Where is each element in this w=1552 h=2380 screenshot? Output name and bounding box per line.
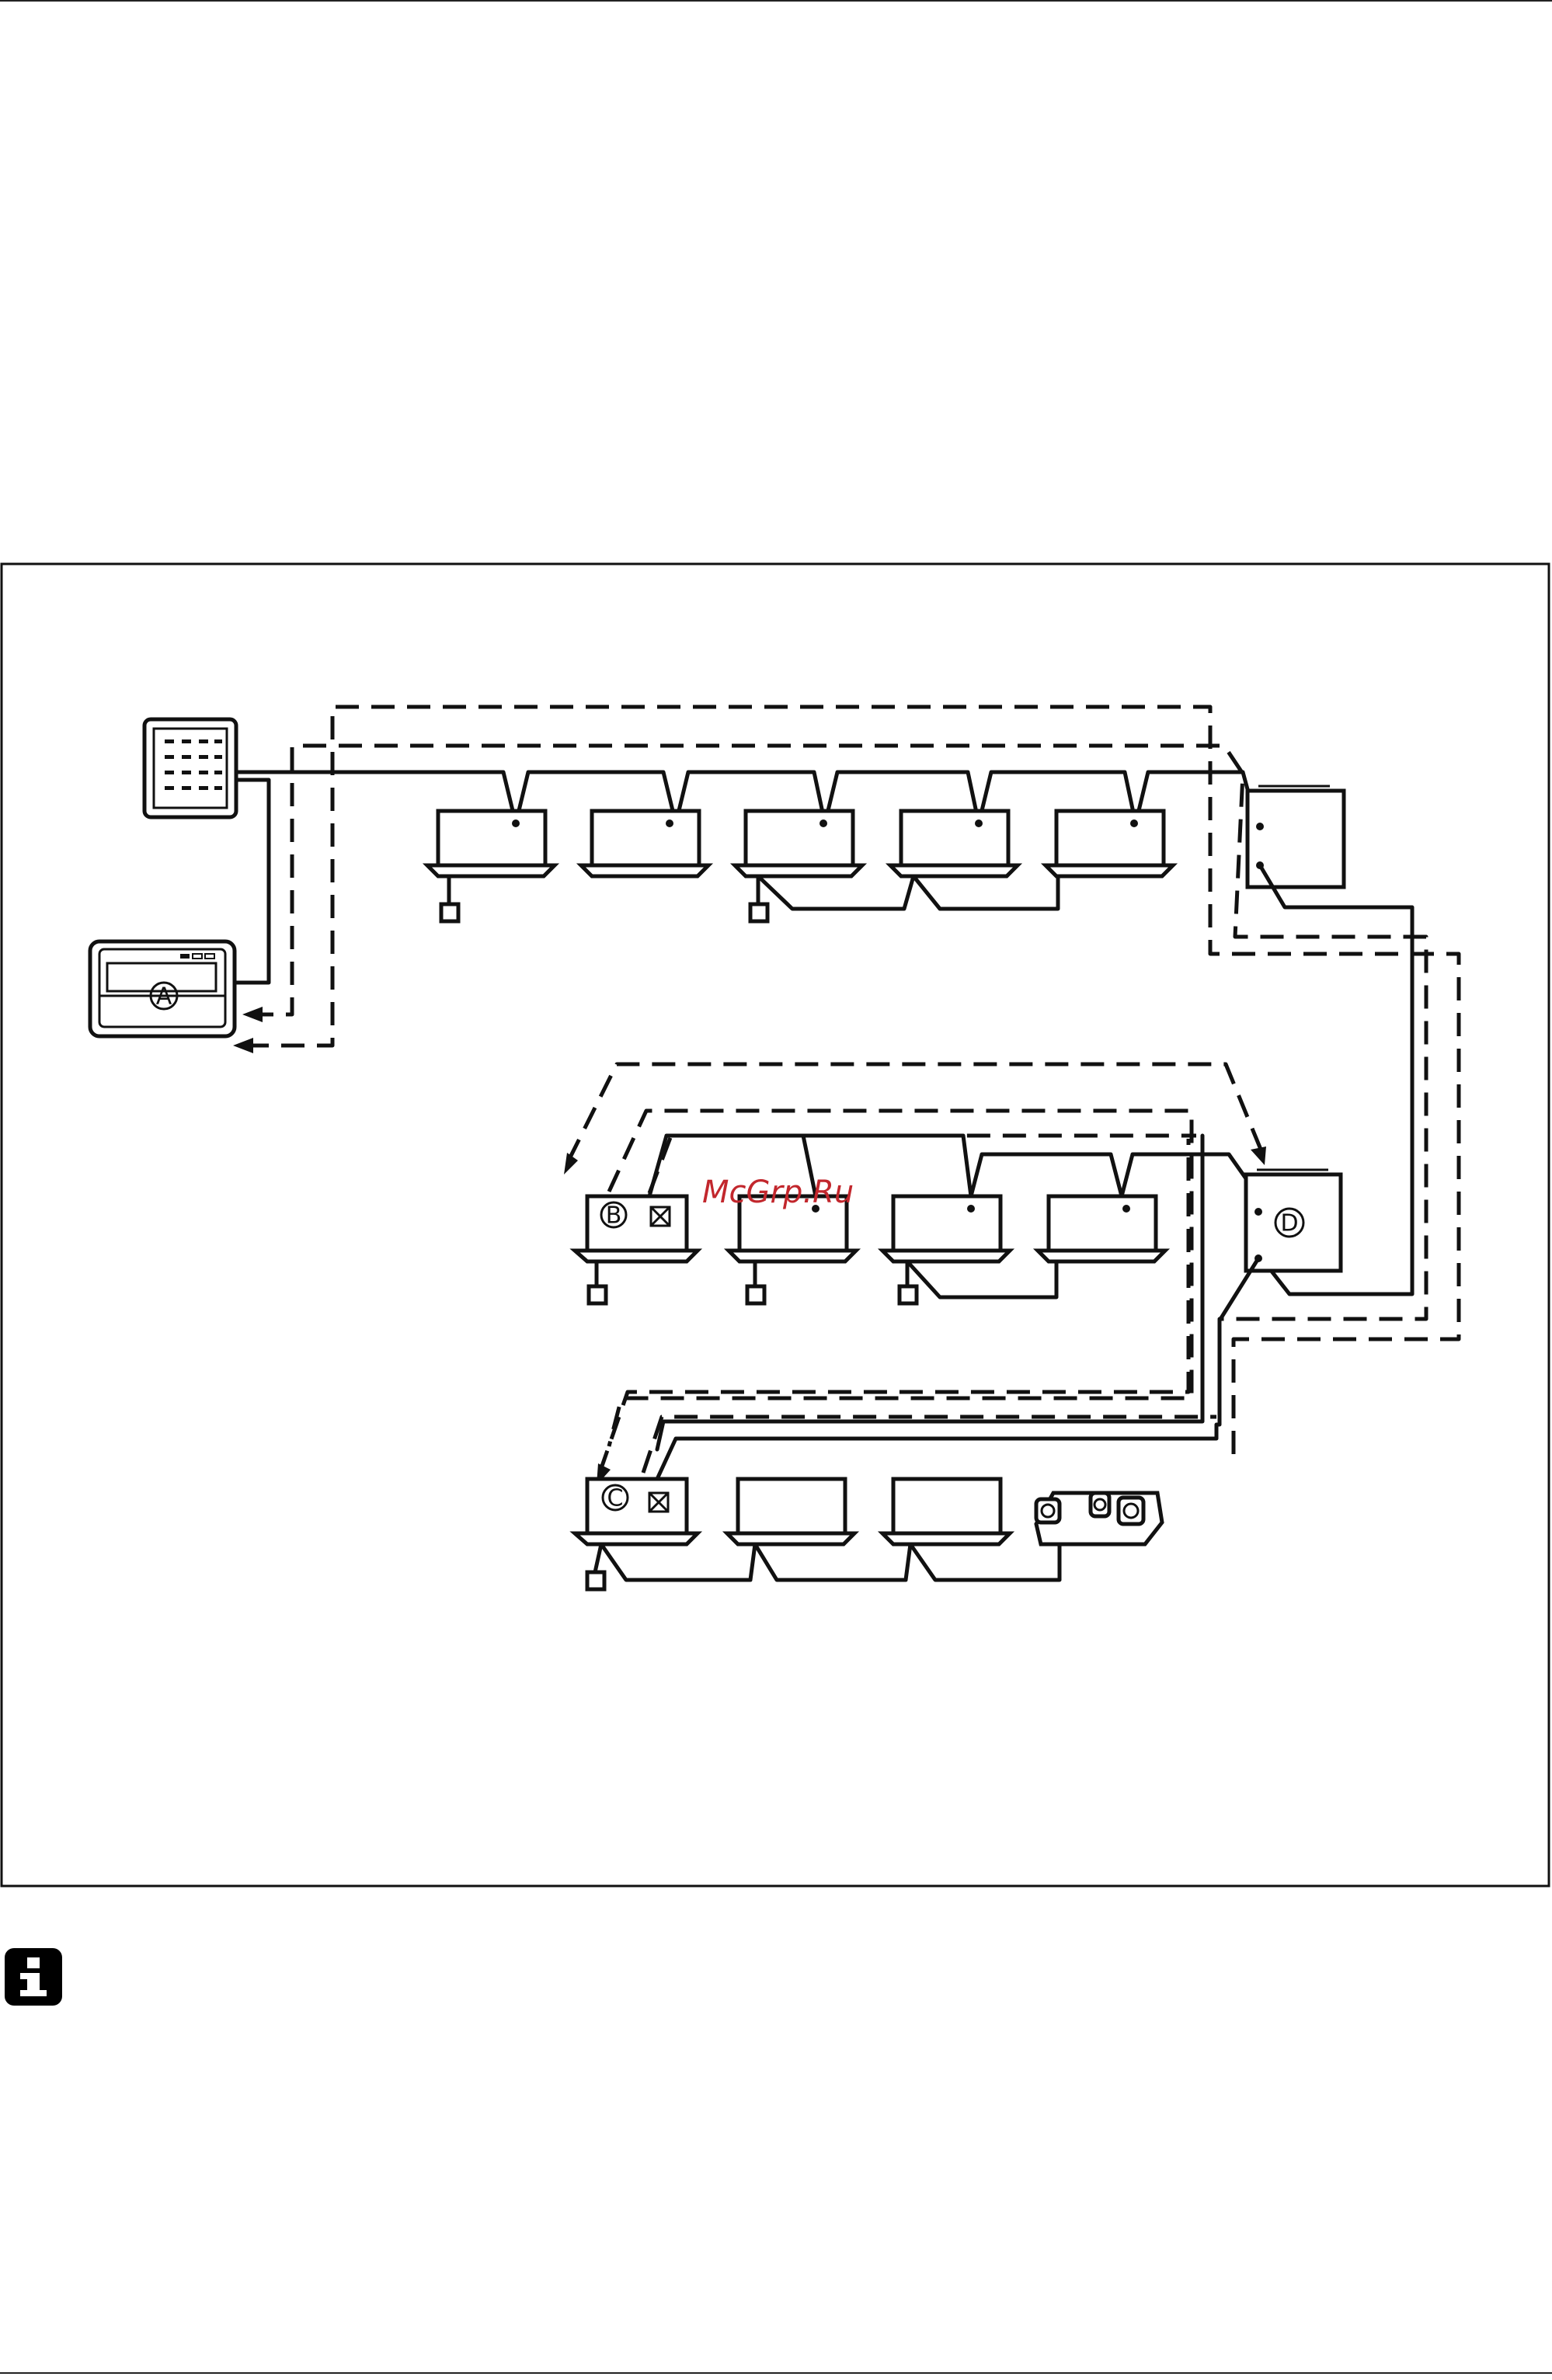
arrow-to-b-1 [564,1153,578,1174]
arrow-to-a-2 [233,1038,253,1053]
sensor-row3-1 [587,1572,604,1589]
indoor-unit-row2-4 [1038,1196,1165,1261]
group-link-row1 [758,876,1058,909]
keypad-controller [144,719,236,817]
label-a: A [156,983,172,1011]
heat-recovery-ventilator [1036,1493,1162,1544]
indoor-unit-b: B [575,1196,698,1261]
indoor-unit-row2-3 [882,1196,1010,1261]
indoor-unit-c: C [575,1479,698,1544]
sensor-wire-row3-1 [595,1544,601,1572]
label-c: C [607,1485,624,1512]
indoor-unit-row1-4 [890,811,1018,876]
indoor-unit-row3-3 [882,1479,1010,1544]
sensor-row2-3 [900,1286,917,1303]
group-link-row3 [601,1544,1060,1580]
sensor-row2-1 [589,1286,606,1303]
adapter-box-d: D [1246,1170,1341,1271]
wire-keypad-to-remote [235,780,269,983]
dash-line-to-c-inner [643,1417,1216,1473]
arrow-to-a-1 [242,1007,263,1022]
watermark: McGrp.Ru [702,1174,854,1210]
remote-controller-a: A [90,941,235,1036]
indoor-unit-row1-5 [1046,811,1173,876]
info-icon [5,1948,62,2006]
indoor-unit-row3-2 [727,1479,854,1544]
sensor-row1-3 [750,904,767,921]
indoor-unit-row1-2 [581,811,708,876]
label-b: B [606,1202,622,1230]
sensor-row1-1 [441,904,458,921]
bottom-rule [0,2372,1552,2374]
dash-line-to-b-mid [609,1111,1192,1446]
arrow-to-d [1251,1147,1266,1165]
indoor-unit-row1-3 [735,811,862,876]
indoor-unit-row1-1 [427,811,555,876]
group-link-row2 [907,1261,1056,1297]
label-d: D [1280,1210,1298,1237]
sensor-row2-2 [747,1286,764,1303]
